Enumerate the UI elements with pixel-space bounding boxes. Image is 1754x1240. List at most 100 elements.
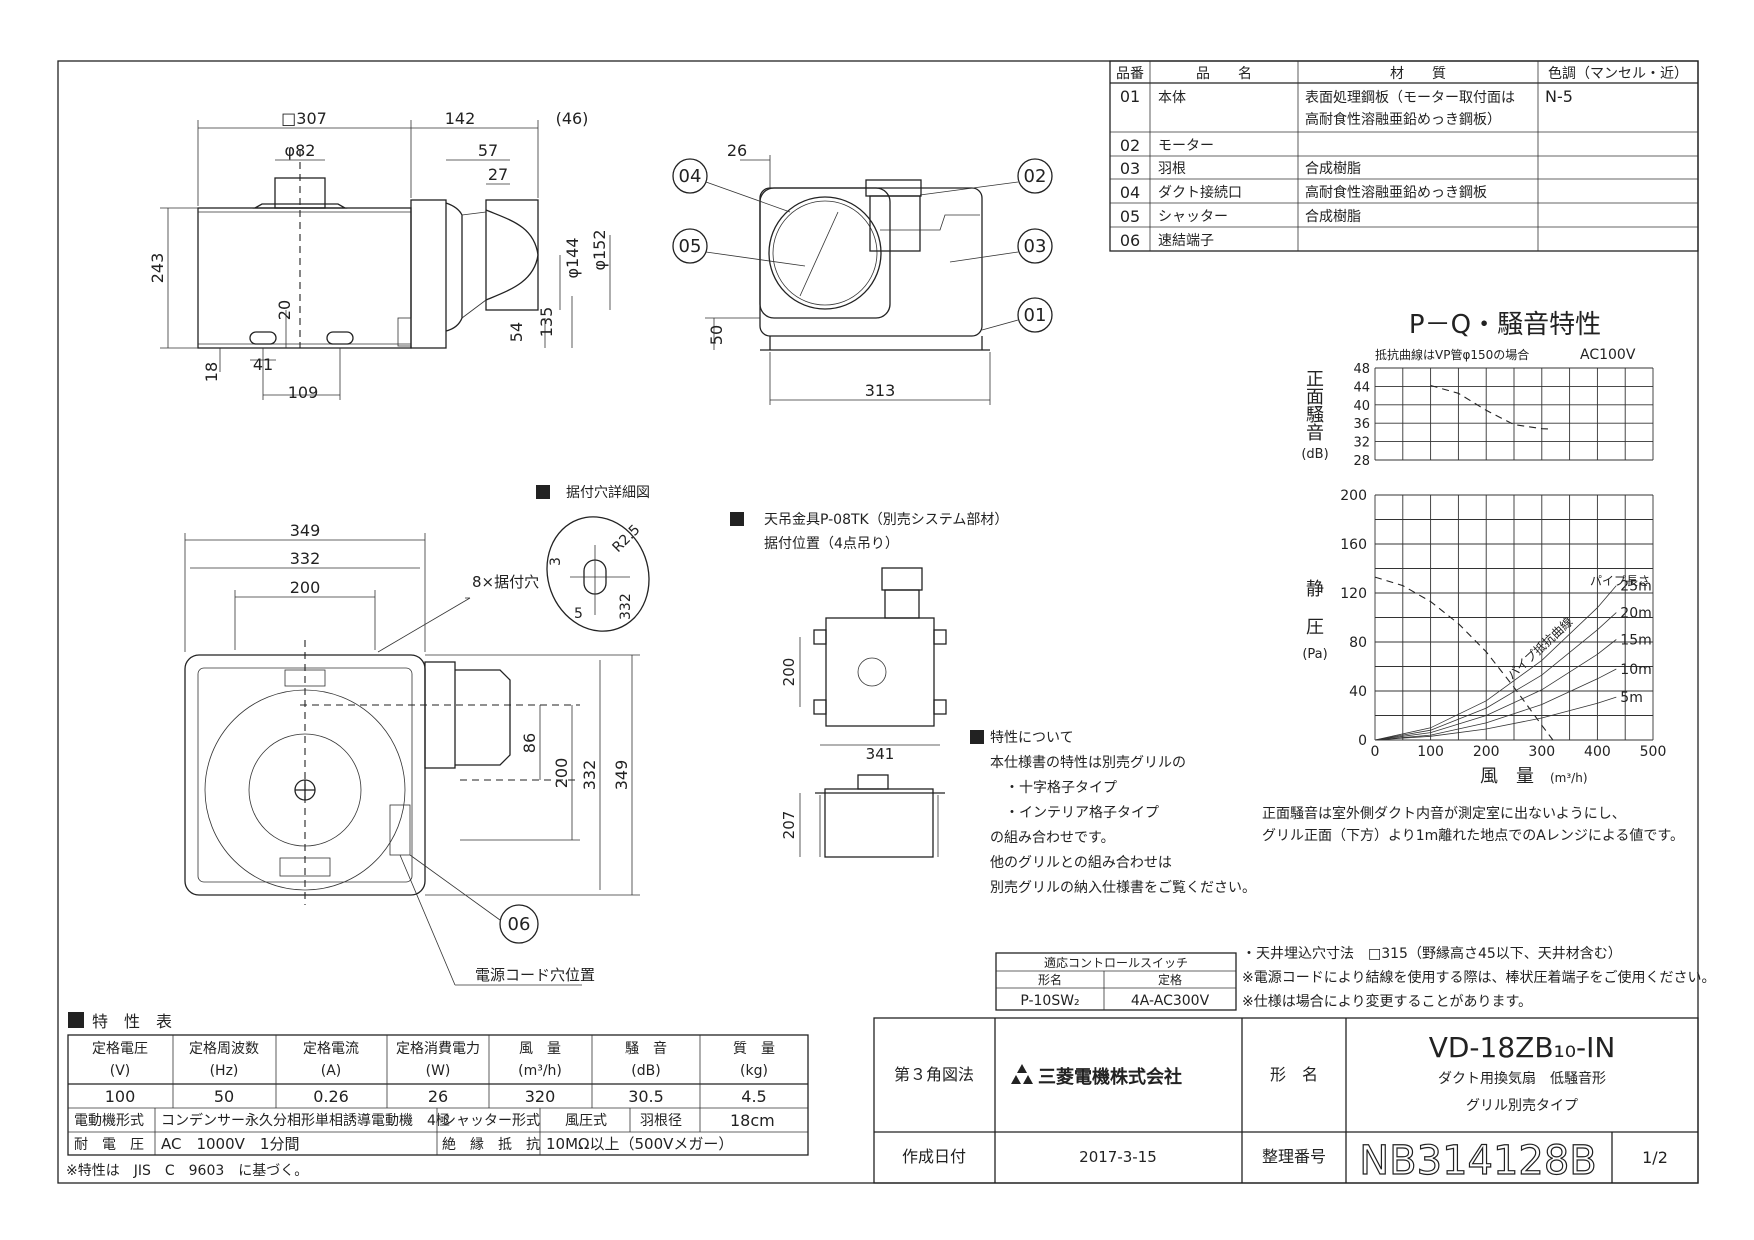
resistance-curve-25m <box>1374 585 1617 741</box>
hanger-dim-207: 207 <box>780 811 798 840</box>
parts-row-name: モーター <box>1158 138 1214 154</box>
detail-dim-3: 3 <box>548 557 564 566</box>
parts-row-material: 合成樹脂 <box>1305 161 1361 177</box>
spec-header: 定格電流 <box>303 1041 359 1057</box>
detail-dim-332: 332 <box>618 593 634 620</box>
model-number: VD-18ZB₁₀-IN <box>1429 1031 1616 1064</box>
pipe-length-label: 5m <box>1620 690 1643 706</box>
spec-header: 定格周波数 <box>189 1041 259 1057</box>
spec-unit: (A) <box>321 1063 342 1079</box>
chart-note-left: 抵抗曲線はVP管φ150の場合 <box>1375 347 1529 362</box>
side-view-drawing: □307 142 (46) φ82 57 27 243 φ144 φ152 20… <box>148 109 611 402</box>
spec-value-frequency: 50 <box>214 1087 234 1106</box>
square-bullet-icon <box>970 730 984 744</box>
parts-header-material: 材 質 <box>1390 66 1446 82</box>
pq-chart: P－Q・騒音特性 抵抗曲線はVP管φ150の場合 AC100V 正 面 騒 音 … <box>1262 310 1684 844</box>
front-dim-26: 26 <box>727 141 747 160</box>
spec-footnote: ※特性は JIS C 9603 に基づく。 <box>66 1162 308 1179</box>
switch-table-title: 適応コントロールスイッチ <box>1044 955 1188 970</box>
creation-date: 2017-3-15 <box>1079 1148 1157 1166</box>
parts-row-material: 表面処理鋼板（モーター取付面は <box>1305 90 1515 106</box>
noise-axis-label: 正 面 騒 音 (dB) <box>1301 369 1328 462</box>
pipe-length-label: パイプ長さ <box>1590 574 1650 588</box>
x-tick-label: 500 <box>1640 744 1667 760</box>
side-dim-57: 57 <box>478 141 498 160</box>
side-dim-27: 27 <box>488 165 508 184</box>
svg-text:音: 音 <box>1306 423 1324 444</box>
pipe-length-label: 10m <box>1620 662 1651 678</box>
hanger-dim-341: 341 <box>866 745 895 763</box>
sheet-number: 1/2 <box>1642 1148 1668 1167</box>
spec-value-power: 26 <box>428 1087 448 1106</box>
spec-insulation-value: 10MΩ以上（500Vメガー） <box>546 1135 733 1153</box>
company-logo-icon <box>1011 1064 1033 1084</box>
spec-shutter-value: 風圧式 <box>565 1113 607 1129</box>
x-axis-label: 風 量 <box>1480 766 1534 787</box>
side-dim-duct-extra: (46) <box>556 109 589 128</box>
pipe-length-label: 15m <box>1620 633 1651 649</box>
detail-dim-r: R2.5 <box>610 522 644 556</box>
side-dim-collar-dia: φ82 <box>285 141 316 160</box>
spec-header: 風 量 <box>519 1041 561 1057</box>
svg-text:圧: 圧 <box>1306 617 1324 638</box>
side-dim-duct-inner: φ144 <box>563 237 582 278</box>
noise-tick-label: 28 <box>1353 454 1370 469</box>
bottom-dim-349v: 349 <box>612 760 631 791</box>
hanger-subtitle: 据付位置（4点吊り） <box>764 536 899 552</box>
spec-header: 定格消費電力 <box>396 1041 480 1057</box>
features-note: 特性について 本仕様書の特性は別売グリルの ・十字格子タイプ ・インテリア格子タ… <box>970 730 1256 896</box>
note-line: ※電源コードにより結線を使用する際は、棒状圧着端子をご使用ください。 <box>1242 969 1715 986</box>
callout-05: 05 <box>679 236 702 257</box>
switch-rating: 4A-AC300V <box>1131 993 1210 1009</box>
pressure-panel-grid <box>1374 494 1654 741</box>
bottom-dim-200v: 200 <box>552 758 571 789</box>
spec-unit: (W) <box>426 1063 451 1079</box>
spec-value-current: 0.26 <box>313 1087 349 1106</box>
callout-02: 02 <box>1024 166 1047 187</box>
spec-value-airflow: 320 <box>525 1087 556 1106</box>
parts-row-no: 01 <box>1120 87 1140 106</box>
note-line: ・天井埋込穴寸法 □315（野縁高さ45以下、天井材含む） <box>1242 945 1622 962</box>
spec-header: 質 量 <box>733 1041 775 1057</box>
spec-title: 特 性 表 <box>92 1012 172 1031</box>
parts-row-no: 03 <box>1120 159 1140 178</box>
callout-04: 04 <box>679 166 702 187</box>
features-line: の組み合わせです。 <box>990 830 1115 846</box>
callout-01: 01 <box>1024 305 1047 326</box>
pipe-length-label: 25m <box>1620 579 1651 595</box>
pressure-tick-label: 0 <box>1358 733 1367 749</box>
x-tick-label: 300 <box>1528 744 1555 760</box>
switch-header-rating: 定格 <box>1158 972 1182 987</box>
noise-tick-label: 44 <box>1353 380 1370 395</box>
side-dim-135: 135 <box>537 307 556 338</box>
pressure-tick-label: 80 <box>1349 635 1367 651</box>
projection-label: 第３角図法 <box>894 1065 974 1084</box>
spec-unit: (dB) <box>631 1063 660 1079</box>
parts-row-material: 合成樹脂 <box>1305 209 1361 225</box>
spec-unit: (V) <box>110 1063 131 1079</box>
model-label: 形 名 <box>1270 1065 1318 1084</box>
date-label: 作成日付 <box>902 1147 966 1166</box>
features-line: 本仕様書の特性は別売グリルの <box>990 755 1186 771</box>
parts-header-no: 品番 <box>1116 66 1144 82</box>
pressure-axis-label: 静 圧 (Pa) <box>1302 579 1327 662</box>
spec-motor-label: 電動機形式 <box>74 1113 144 1129</box>
parts-row-no: 02 <box>1120 136 1140 155</box>
general-notes: ・天井埋込穴寸法 □315（野縁高さ45以下、天井材含む） ※電源コードにより結… <box>1242 945 1715 1010</box>
mounting-hole-label: 8×据付穴 <box>472 573 539 591</box>
parts-row-no: 06 <box>1120 231 1140 250</box>
svg-text:(dB): (dB) <box>1301 447 1328 462</box>
features-line: ・インテリア格子タイプ <box>1005 805 1159 821</box>
spec-voltage-value: AC 1000V 1分間 <box>161 1135 299 1153</box>
square-bullet-icon <box>536 485 550 499</box>
square-bullet-icon <box>68 1012 84 1028</box>
bottom-dim-332v: 332 <box>580 760 599 791</box>
x-tick-label: 0 <box>1371 744 1380 760</box>
callout-03: 03 <box>1024 236 1047 257</box>
noise-tick-label: 48 <box>1353 362 1370 377</box>
features-line: 別売グリルの納入仕様書をご覧ください。 <box>990 879 1256 896</box>
